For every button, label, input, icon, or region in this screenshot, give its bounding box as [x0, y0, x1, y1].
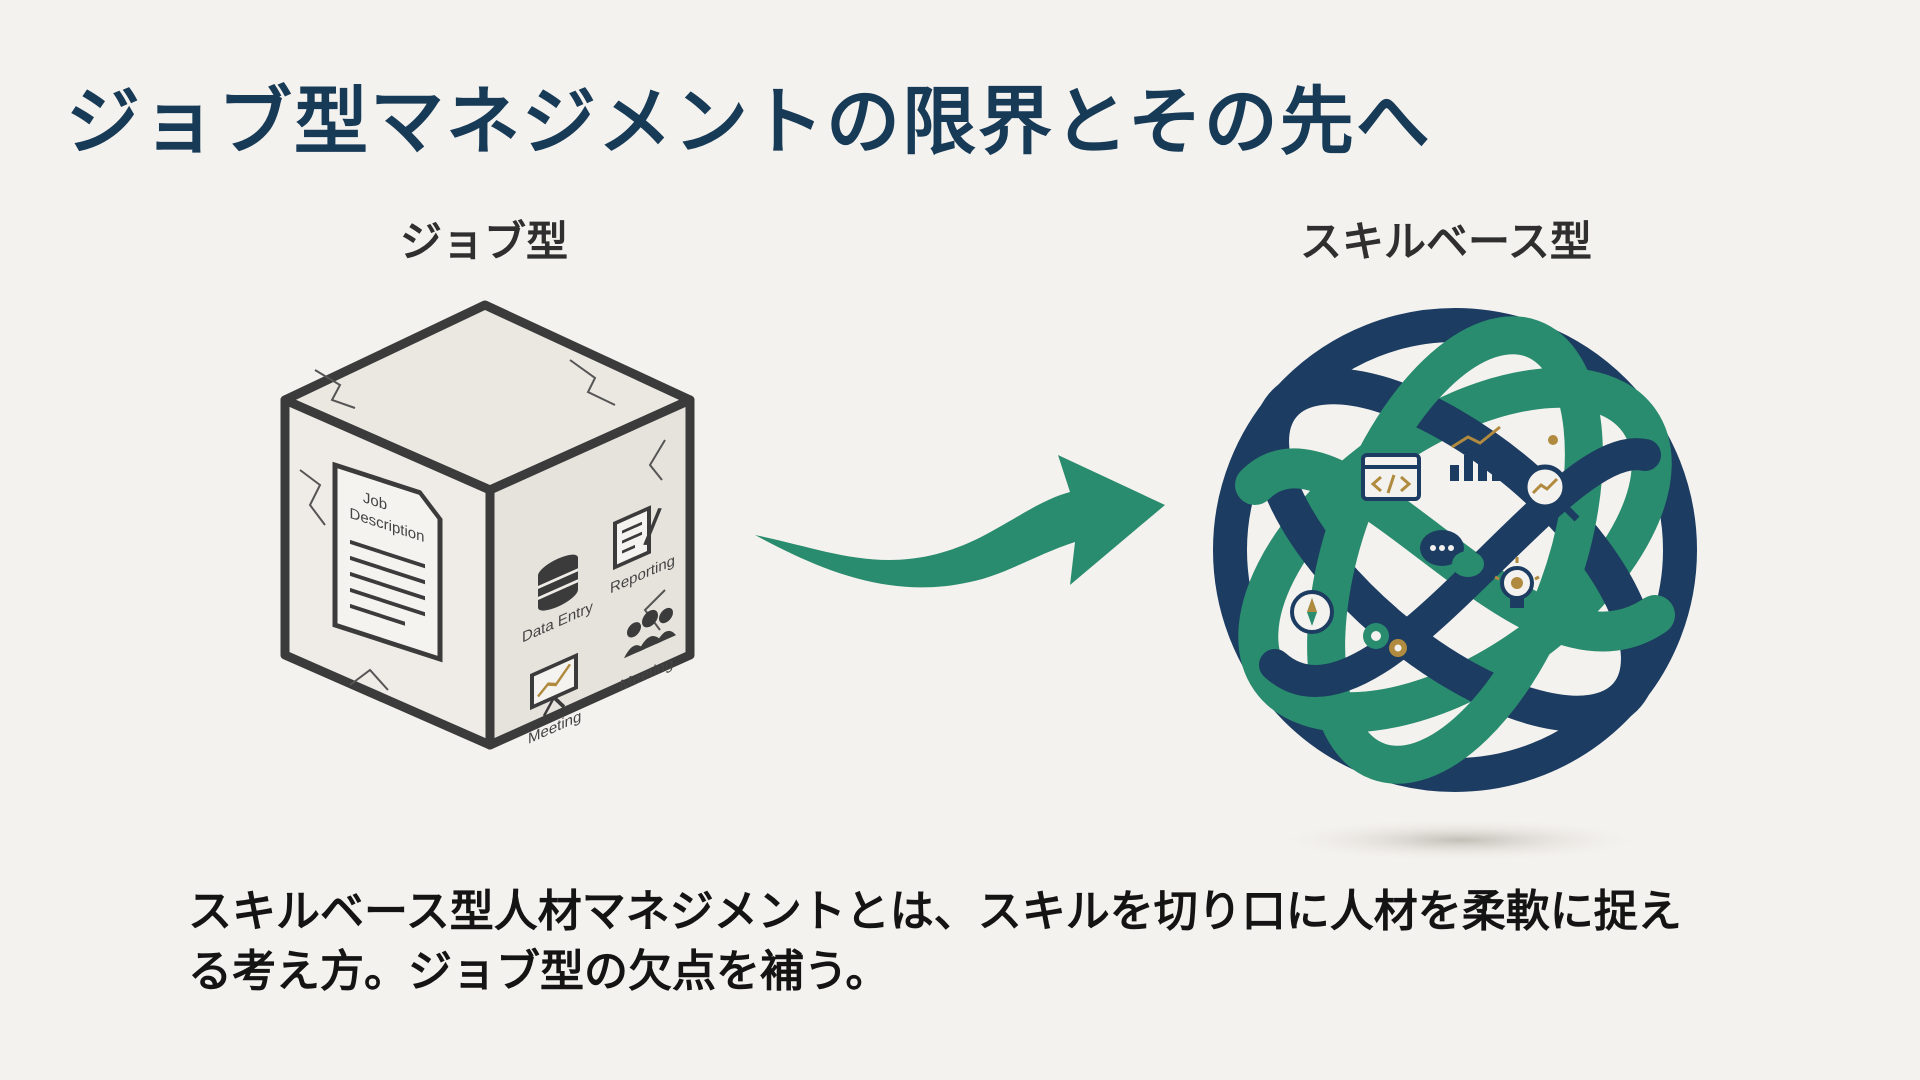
caption: スキルベース型人材マネジメントとは、スキルを切り口に人材を柔軟に捉え る考え方。… [188, 882, 1838, 1002]
report-icon [613, 505, 662, 571]
page-title: ジョブ型マネジメントの限界とその先へ [66, 79, 1432, 165]
skill-based-label: スキルベース型 [1300, 217, 1592, 266]
caption-line-2: る考え方。ジョブ型の欠点を補う。 [188, 946, 890, 997]
bar-chart-icon [1450, 425, 1501, 481]
sphere-shadow [1270, 818, 1650, 862]
code-window-icon [1361, 453, 1421, 501]
lightbulb-icon [1494, 557, 1540, 608]
presentation-icon [530, 652, 578, 717]
cracked-cube-illustration: Job Description Data Entry Reporting [280, 300, 695, 750]
job-type-label: ジョブ型 [400, 217, 569, 266]
transition-arrow [755, 455, 1165, 588]
cube-cracks [299, 359, 666, 691]
caption-line-1: スキルベース型人材マネジメントとは、スキルを切り口に人材を柔軟に捉え [188, 886, 1682, 937]
team-icon [624, 607, 676, 659]
decor-dot [1569, 453, 1577, 461]
interwoven-sphere-illustration [1213, 308, 1697, 862]
magnifier-chart-icon [1522, 464, 1580, 522]
database-icon [538, 554, 578, 611]
gears-icon [1363, 623, 1407, 657]
compass-icon [1290, 590, 1334, 634]
cube-right-face [485, 395, 695, 750]
chat-bubbles-icon [1420, 530, 1484, 577]
document-icon: Job Description [332, 461, 443, 663]
decor-dot [1548, 435, 1558, 445]
